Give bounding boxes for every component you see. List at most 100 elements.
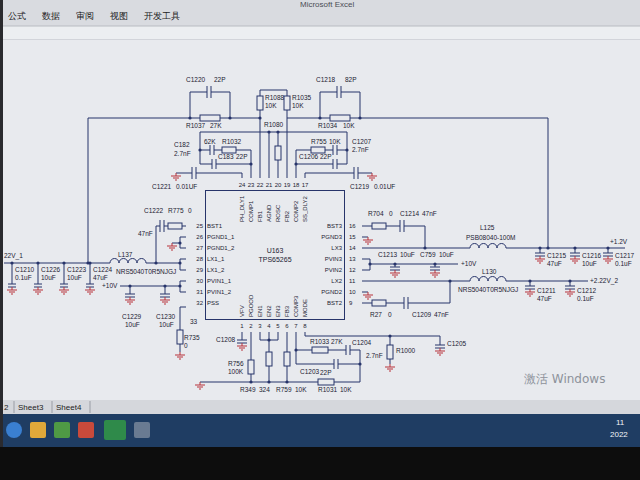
junction-dot — [178, 261, 181, 264]
part-label: +10V — [102, 282, 117, 290]
pin-number: 10 — [349, 288, 356, 296]
photo-edge — [0, 0, 3, 447]
part-label: C1222 — [144, 207, 163, 215]
pin-number: 16 — [349, 222, 356, 230]
pin-name: LX1_1 — [207, 255, 224, 263]
pin-name: PVIN1_2 — [207, 288, 231, 296]
part-label: 2.7nF — [352, 146, 369, 154]
part-label: R349 — [240, 386, 256, 394]
junction-dot — [318, 116, 321, 119]
part-label: C1209 — [412, 311, 431, 319]
part-label: 100K — [228, 368, 243, 376]
resistor-symbol — [200, 115, 220, 121]
part-label: 82P — [345, 76, 357, 84]
junction-dot — [433, 262, 436, 265]
wire — [362, 220, 625, 309]
pin-number: 7 — [286, 322, 306, 330]
pin-number: 12 — [349, 266, 356, 274]
junction-dot — [198, 148, 201, 151]
part-label: NRS5040T0R5NJGJ — [458, 286, 518, 294]
junction-dot — [393, 262, 396, 265]
pin-name: LX3 — [331, 244, 342, 252]
pin-number: 11 — [349, 277, 355, 285]
junction-dot — [249, 162, 252, 165]
junction-dot — [128, 284, 131, 287]
junction-dot — [388, 334, 391, 337]
sheet-tab-bar — [0, 400, 640, 414]
resistor-symbol — [222, 147, 236, 153]
pin-number: 8 — [295, 322, 315, 330]
pin-number: 27 — [196, 244, 203, 252]
part-label: 33 — [190, 318, 197, 326]
part-label: C1208 — [216, 336, 235, 344]
ribbon-tab: 开发工具 — [144, 11, 180, 22]
part-label: 10K — [265, 102, 277, 110]
junction-dot — [267, 380, 270, 383]
resistor-symbols — [168, 96, 393, 385]
resistor-symbol — [284, 96, 290, 110]
part-label: C1213 — [378, 251, 397, 259]
ribbon-tab: 视图 — [110, 11, 128, 22]
junction-dot — [154, 261, 157, 264]
pin-name: PGND2 — [321, 288, 342, 296]
part-label: C1212 — [577, 287, 596, 295]
part-label: 10uF — [41, 274, 56, 282]
junction-dots — [10, 116, 609, 383]
part-label: C1219 — [350, 183, 369, 191]
part-label: C1207 — [352, 138, 371, 146]
junction-dot — [88, 261, 91, 264]
part-label: L130 — [482, 268, 496, 276]
pin-name: ROSC — [274, 205, 282, 222]
junction-dot — [62, 261, 65, 264]
pin-number: 9 — [349, 299, 352, 307]
junction-dot — [228, 116, 231, 119]
junction-dot — [368, 262, 371, 265]
part-label: 0 — [184, 342, 188, 350]
resistor-symbol — [168, 223, 182, 229]
part-label: 0.01UF — [176, 183, 197, 191]
wire — [88, 86, 548, 263]
part-label: C1221 — [152, 183, 171, 191]
junction-dot — [528, 279, 531, 282]
pin-name: FB1 — [256, 211, 264, 222]
pin-number: 17 — [295, 181, 315, 189]
part-label: C1223 — [67, 266, 86, 274]
part-label: R1033 — [310, 338, 329, 346]
part-label: 0 — [188, 207, 192, 215]
part-label: R1088 — [265, 94, 284, 102]
part-label: R1000 — [396, 347, 415, 355]
part-label: C1217 — [615, 252, 634, 260]
part-label: C1224 — [93, 266, 112, 274]
part-label: C1204 — [352, 339, 371, 347]
taskbar-icon — [78, 422, 94, 438]
ic-label: U163 — [267, 246, 284, 255]
tab-separator — [14, 401, 90, 413]
part-label: 10K — [329, 138, 341, 146]
pin-number: 1 — [232, 322, 252, 330]
pin-name: PH_DLY1 — [238, 196, 246, 222]
ribbon-tab: 公式 — [8, 11, 26, 22]
part-label: 10uF — [400, 251, 415, 259]
junction-dot — [276, 130, 279, 133]
part-label: L125 — [480, 224, 494, 232]
junction-dot — [448, 279, 451, 282]
resistor-symbol — [372, 223, 386, 229]
part-label: 10K — [340, 386, 352, 394]
inductor-symbol — [110, 244, 506, 282]
sheet-tab: 2 — [4, 403, 8, 413]
resistor-symbol — [177, 330, 183, 344]
part-label: R1037 — [186, 122, 205, 130]
part-label: 0.1uF — [15, 274, 32, 282]
ic-label: TPS65265 — [258, 255, 291, 264]
pin-number: 2 — [241, 322, 261, 330]
junction-dot — [258, 116, 261, 119]
part-label: R704 — [368, 210, 384, 218]
pin-name: PVIN3 — [325, 255, 342, 263]
resistor-symbol — [248, 360, 254, 374]
part-label: C1211 — [537, 287, 556, 295]
part-label: NRS5040T0R5NJGJ — [116, 268, 176, 276]
pin-name: EN2 — [265, 305, 273, 317]
resistor-symbol — [312, 347, 328, 353]
